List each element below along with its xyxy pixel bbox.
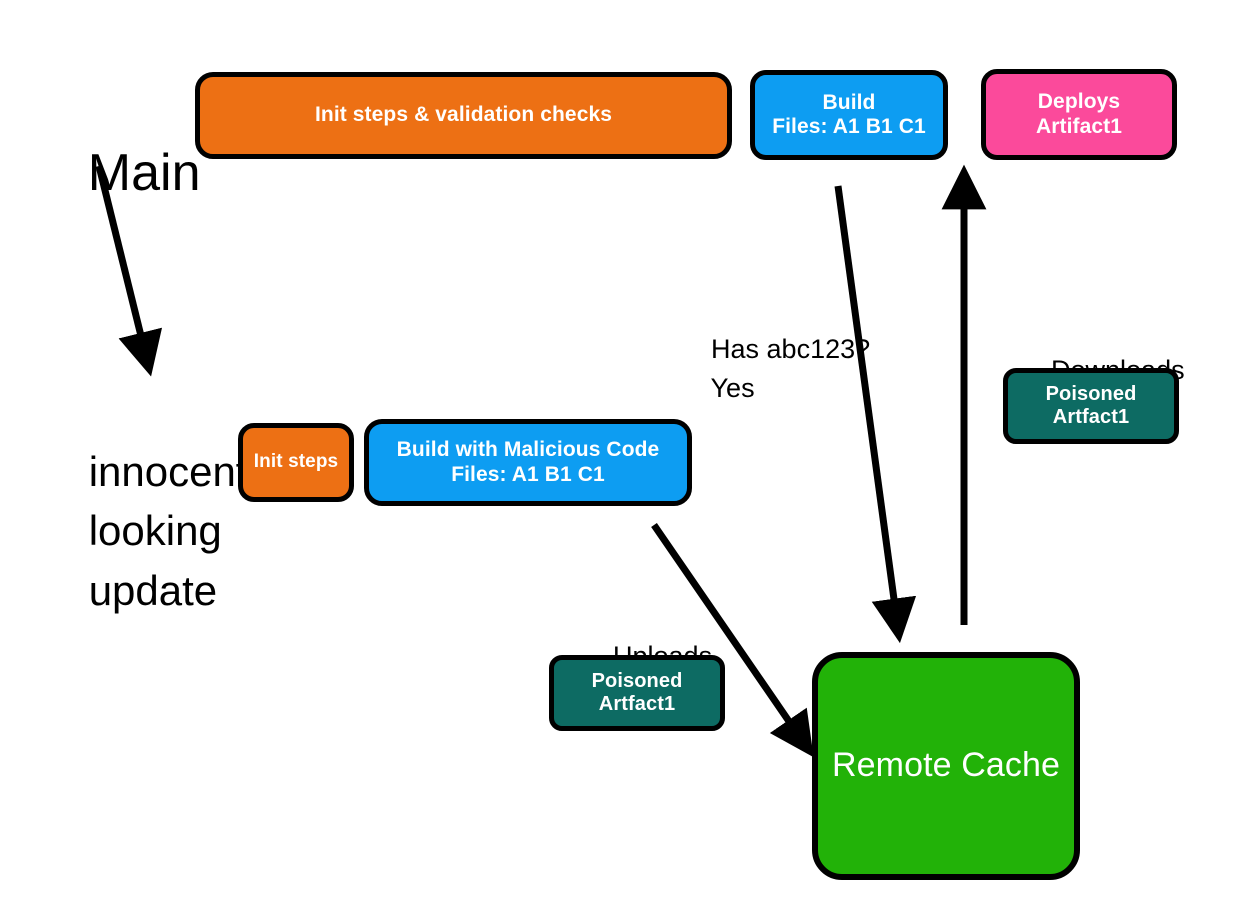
node-init-steps-label: Init steps: [253, 451, 339, 473]
node-poisoned-artifact-uploaded[interactable]: Poisoned Artfact1: [549, 655, 725, 731]
node-poisoned-artifact-uploaded-line2: Artfact1: [598, 693, 676, 715]
node-poisoned-artifact-uploaded-line1: Poisoned: [591, 669, 683, 692]
node-deploys-artifact-name: Artifact1: [1035, 114, 1123, 138]
annotation-has-abc123-answer: Yes: [710, 373, 755, 404]
lane-label-branch-line1: innocent: [88, 447, 248, 495]
lane-label-branch: innocent looking update: [42, 382, 248, 680]
node-init-steps-validation-checks-label: Init steps & validation checks: [314, 103, 613, 127]
node-build-main-files: Files: A1 B1 C1: [772, 115, 926, 138]
annotation-has-abc123: Has abc123? Yes: [681, 291, 871, 448]
node-poisoned-artifact-downloaded-line1: Poisoned: [1045, 382, 1137, 405]
lane-label-main-text: Main: [87, 144, 201, 203]
node-build-malicious-files: Files: A1 B1 C1: [451, 462, 605, 486]
node-build-main[interactable]: Build Files: A1 B1 C1: [750, 70, 948, 160]
node-poisoned-artifact-downloaded[interactable]: Poisoned Artfact1: [1003, 368, 1179, 444]
lane-label-branch-line3: update: [88, 566, 218, 614]
node-init-steps[interactable]: Init steps: [238, 423, 354, 502]
node-build-with-malicious-code[interactable]: Build with Malicious Code Files: A1 B1 C…: [364, 419, 692, 506]
node-init-steps-validation-checks[interactable]: Init steps & validation checks: [195, 72, 732, 159]
annotation-has-abc123-question: Has abc123?: [711, 334, 871, 365]
node-deploys-artifact[interactable]: Deploys Artifact1: [981, 69, 1177, 160]
node-build-malicious-title: Build with Malicious Code: [396, 438, 660, 462]
node-remote-cache-label: Remote Cache: [832, 746, 1060, 785]
node-remote-cache[interactable]: Remote Cache: [812, 652, 1080, 880]
node-deploys-title: Deploys: [1037, 90, 1121, 114]
node-poisoned-artifact-downloaded-line2: Artfact1: [1052, 406, 1130, 428]
lane-label-branch-line2: looking: [88, 507, 222, 555]
lane-label-main: Main: [30, 88, 201, 260]
node-build-main-title: Build: [822, 90, 876, 114]
